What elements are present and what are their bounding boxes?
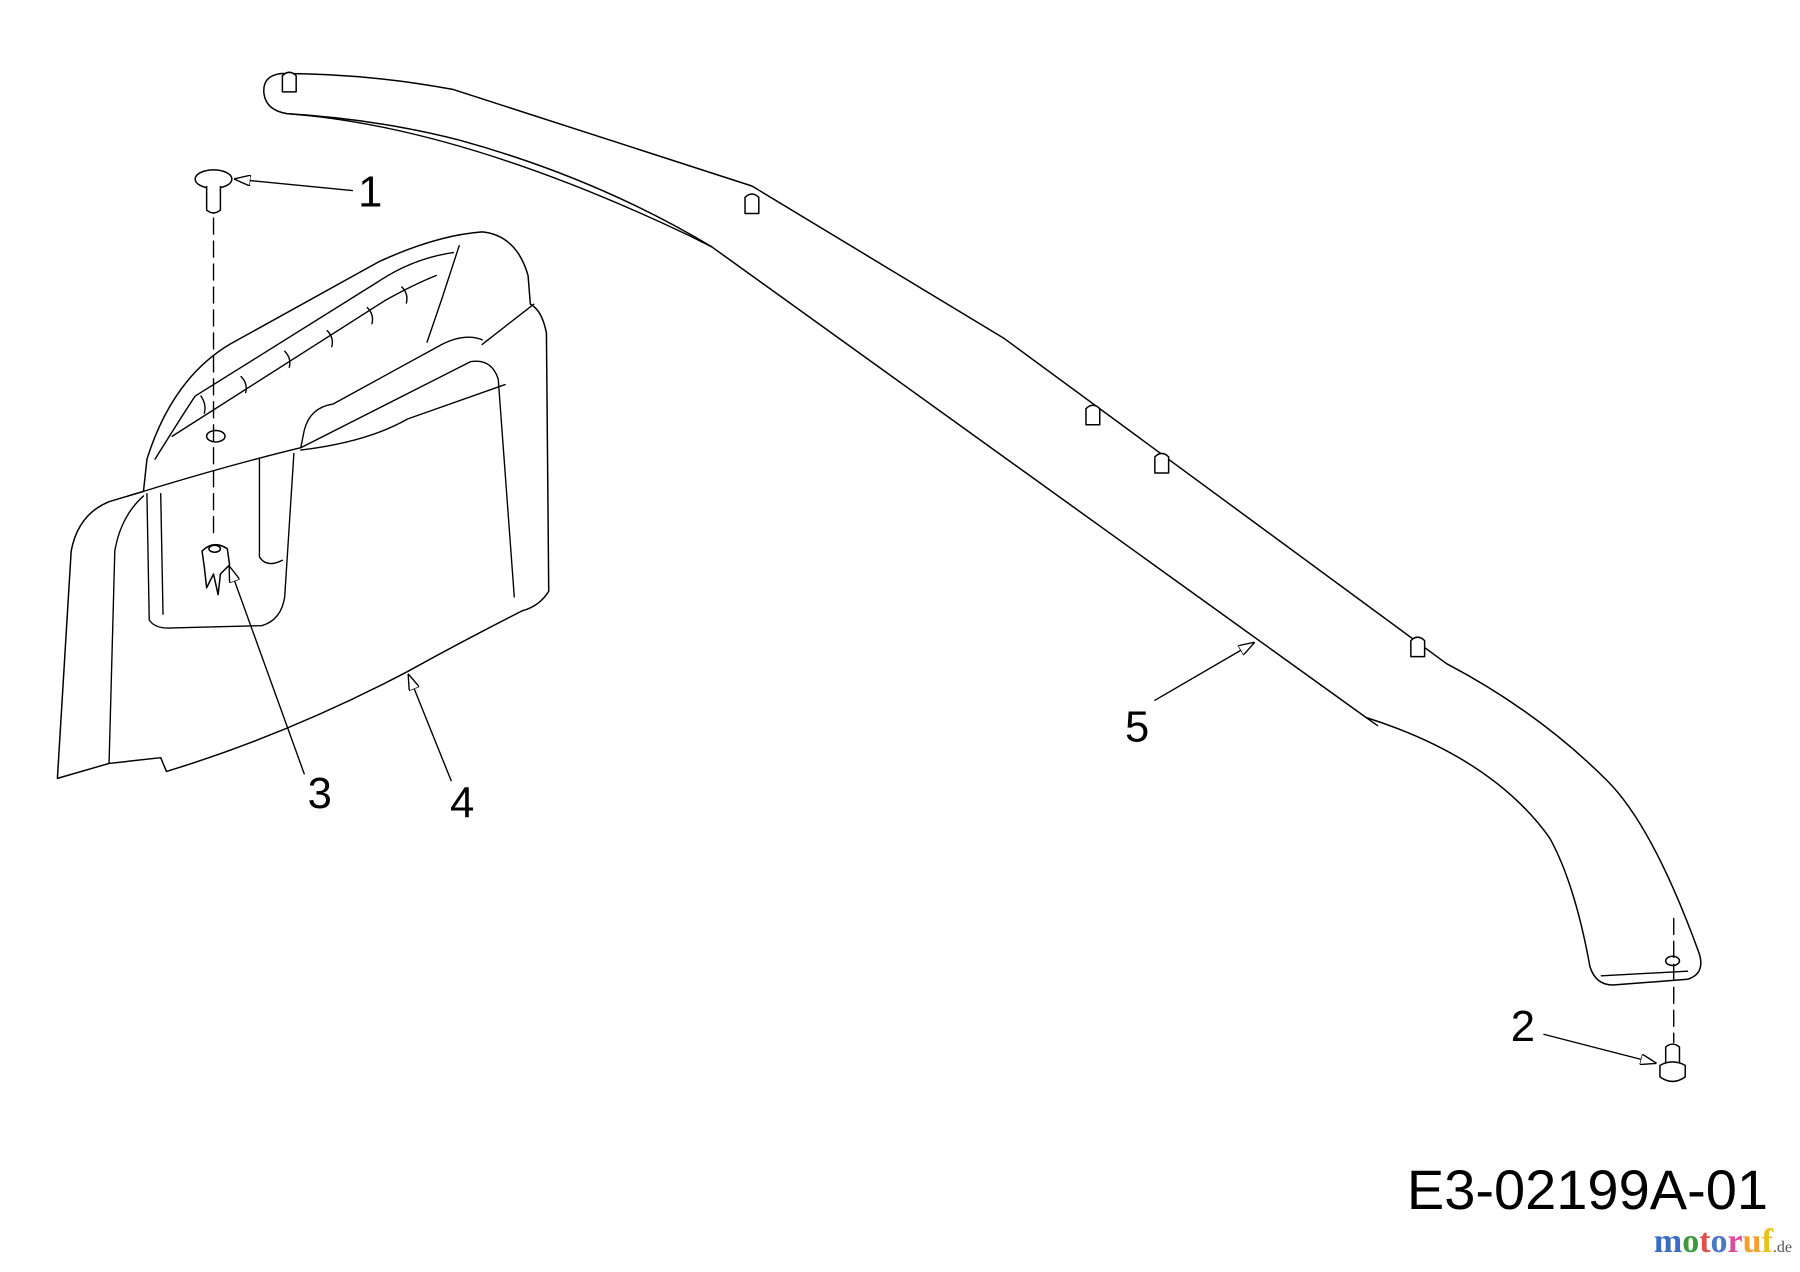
watermark-letter: t bbox=[1699, 1223, 1711, 1260]
part-5-handle-bar bbox=[263, 71, 1702, 986]
drawing-code: E3-02199A-01 bbox=[1406, 1158, 1768, 1221]
callout-4: 4 bbox=[450, 779, 474, 827]
callout-1: 1 bbox=[358, 169, 382, 217]
handle-bolt-hole bbox=[1664, 955, 1681, 967]
leader-2 bbox=[1543, 1033, 1655, 1063]
leader-4 bbox=[409, 675, 452, 782]
watermark-letter: f bbox=[1761, 1223, 1773, 1260]
watermark-suffix: .de bbox=[1772, 1239, 1792, 1256]
part-2-bolt bbox=[1659, 1043, 1686, 1083]
part-4-shroud bbox=[56, 231, 550, 780]
part-1-rivet bbox=[194, 169, 233, 214]
callout-3: 3 bbox=[308, 770, 332, 818]
leader-5 bbox=[1154, 643, 1254, 701]
watermark-letter: u bbox=[1742, 1223, 1762, 1260]
leader-1 bbox=[235, 179, 354, 192]
watermark-logo: motoruf.de bbox=[1654, 1222, 1792, 1268]
leader-3 bbox=[230, 567, 305, 775]
handle-pins bbox=[281, 71, 1426, 658]
watermark-letter: o bbox=[1682, 1223, 1700, 1260]
callout-2: 2 bbox=[1511, 1003, 1535, 1051]
callout-5: 5 bbox=[1125, 704, 1149, 752]
shroud-hole bbox=[205, 429, 226, 443]
watermark-letter: r bbox=[1727, 1223, 1743, 1260]
watermark-letter: o bbox=[1710, 1223, 1728, 1260]
watermark-letters: motoruf bbox=[1654, 1222, 1773, 1262]
shroud-ribs bbox=[200, 286, 408, 414]
watermark-letter: m bbox=[1653, 1223, 1683, 1260]
part-3-clip bbox=[201, 543, 231, 596]
